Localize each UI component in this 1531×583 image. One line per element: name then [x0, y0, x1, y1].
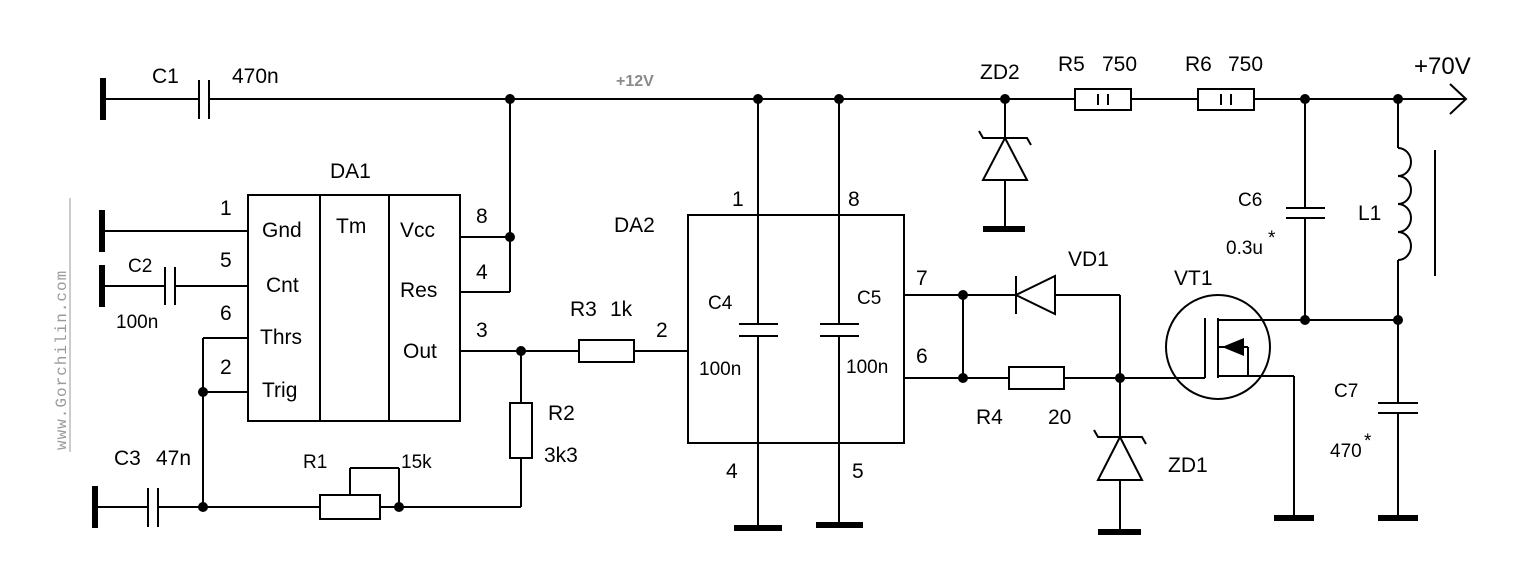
c6-value: 0.3u — [1226, 238, 1263, 259]
da2-pin4-num: 4 — [726, 460, 738, 483]
da1-pin4-name: Res — [400, 279, 437, 302]
c7-mark: * — [1364, 431, 1372, 452]
da2-ref: DA2 — [614, 214, 655, 237]
c2-ref: C2 — [128, 256, 152, 277]
c6-capacitor — [1286, 99, 1325, 320]
output-label: +70V — [1414, 53, 1471, 80]
da1-pin1-num: 1 — [220, 197, 232, 220]
c5-value: 100n — [846, 357, 888, 378]
l1-ref: L1 — [1358, 202, 1381, 225]
da1-pin8-name: Vcc — [400, 219, 435, 242]
r6-resistor — [1197, 88, 1255, 111]
c3-value: 47n — [156, 447, 191, 470]
zd1-ref: ZD1 — [1168, 454, 1208, 477]
da2-pin6-num: 6 — [916, 345, 928, 368]
c7-ref: C7 — [1334, 381, 1358, 402]
r2-resistor — [509, 402, 533, 459]
vt1-ref: VT1 — [1174, 267, 1213, 290]
c6-ref: C6 — [1238, 190, 1262, 211]
da1-pin2-num: 2 — [220, 356, 232, 379]
da1-pin2-name: Trig — [262, 379, 297, 402]
da1-pin5-num: 5 — [220, 249, 232, 272]
c4-ref: C4 — [708, 293, 733, 314]
da2-pin7-num: 7 — [916, 267, 928, 290]
c4-value: 100n — [699, 359, 741, 380]
r5-resistor — [1074, 88, 1132, 111]
watermark-text: www.Gorchilin.com — [53, 270, 71, 450]
da1-pin6-num: 6 — [220, 302, 232, 325]
r3-value: 1k — [610, 298, 633, 321]
junction-dots — [198, 94, 1403, 512]
c7-capacitor — [1305, 319, 1418, 521]
r1-resistor — [319, 494, 381, 520]
r2-ref: R2 — [548, 402, 575, 425]
da2-pin2-num: 2 — [656, 319, 668, 342]
r6-value: 750 — [1228, 53, 1263, 76]
da2-pin5-num: 5 — [852, 460, 864, 483]
r1-ref: R1 — [303, 452, 327, 473]
da2-pin8-num: 8 — [848, 188, 860, 211]
r4-resistor — [1008, 366, 1065, 390]
da1-pin6-name: Thrs — [260, 326, 302, 349]
c5-ref: C5 — [857, 288, 881, 309]
vt1-mosfet — [1165, 294, 1314, 521]
c1-ref: C1 — [152, 65, 179, 88]
da1-pin8-num: 8 — [476, 205, 488, 228]
c2-value: 100n — [116, 312, 158, 333]
output-arrow — [1449, 83, 1468, 115]
l1-inductor — [1397, 99, 1436, 403]
da2-pin1-num: 1 — [732, 188, 744, 211]
c6-mark: * — [1268, 228, 1276, 249]
r6-ref: R6 — [1185, 53, 1212, 76]
da1-center-label: Tm — [336, 215, 366, 238]
c7-value: 470 — [1330, 441, 1362, 462]
vd1-diode — [1013, 274, 1056, 316]
r3-resistor — [578, 339, 635, 363]
top-rail — [100, 78, 1468, 120]
r2-value: 3k3 — [544, 444, 578, 467]
zd2-zener — [978, 99, 1032, 232]
r5-ref: R5 — [1058, 53, 1085, 76]
da1-pin4-num: 4 — [476, 261, 488, 284]
rail-label: +12V — [616, 73, 654, 90]
da1-pin3-name: Out — [403, 340, 437, 363]
r5-value: 750 — [1102, 53, 1137, 76]
da2-ic — [687, 214, 905, 444]
c1-value: 470n — [232, 65, 279, 88]
r4-value: 20 — [1048, 406, 1071, 429]
da1-pin3-num: 3 — [476, 319, 488, 342]
r3-ref: R3 — [570, 298, 597, 321]
r1-value: 15k — [401, 452, 432, 473]
r4-ref: R4 — [976, 406, 1003, 429]
c3-ref: C3 — [114, 447, 141, 470]
da1-pin5-name: Cnt — [266, 274, 299, 297]
zd1-zener — [1093, 429, 1147, 481]
da1-ref: DA1 — [330, 160, 371, 183]
da1-ic — [247, 194, 461, 422]
da1-wiring — [92, 99, 688, 528]
vd1-ref: VD1 — [1068, 248, 1109, 271]
zd2-ref: ZD2 — [980, 61, 1020, 84]
da2-wiring — [734, 99, 1180, 535]
da1-pin1-name: Gnd — [262, 219, 302, 242]
